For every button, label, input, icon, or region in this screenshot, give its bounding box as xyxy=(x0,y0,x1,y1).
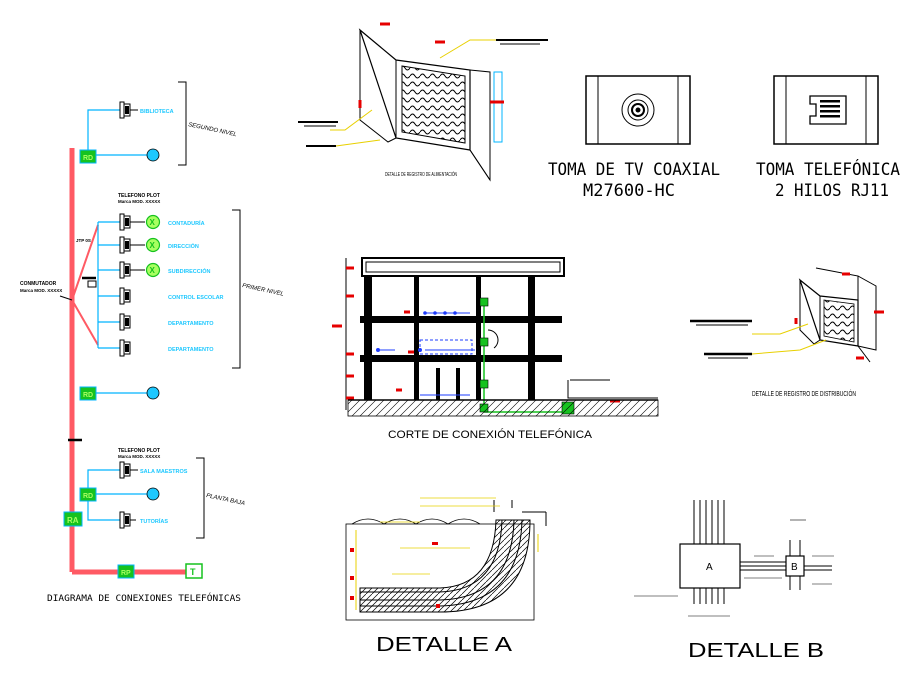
group-primer-label: PRIMER NIVEL xyxy=(242,283,285,298)
node-rp xyxy=(117,564,135,579)
fax-icon-3: X xyxy=(145,262,161,278)
node-rd-middle-label: RD xyxy=(83,392,93,399)
phone-label-upper: TELEFONO PLOT xyxy=(118,193,160,199)
device-dep2-label: DEPARTAMENTO xyxy=(168,347,214,353)
toma-telefonica-detail: TOMA TELEFÓNICA 2 HILOS RJ11 xyxy=(756,75,900,201)
phone-label-upper-model: Marca MOD. XXXXX xyxy=(118,199,160,204)
toma-tv-line2: M27600-HC xyxy=(583,181,675,201)
node-rp-label: RP xyxy=(121,570,131,577)
detalle-b-title: DETALLE B xyxy=(688,640,824,662)
node-rd-middle xyxy=(79,386,97,401)
device-contaduria-label: CONTADURÍA xyxy=(168,219,205,227)
detalle-a-section: DETALLE A xyxy=(345,497,547,656)
detalle-b-box-b-label: B xyxy=(791,562,798,573)
tv-outlet-middle xyxy=(146,386,160,400)
phone-label-lower: TELEFONO PLOT xyxy=(118,448,160,454)
node-t-label: T xyxy=(190,567,196,577)
registro-alimentacion-caption: DETALLE DE REGISTRO DE ALIMENTACIÓN xyxy=(385,171,457,178)
toma-tv-line1: TOMA DE TV COAXIAL xyxy=(548,160,720,180)
trunk-note: JTP 0S xyxy=(76,238,91,243)
registro-alimentacion-detail: DETALLE DE REGISTRO DE ALIMENTACIÓN xyxy=(298,22,548,182)
toma-telefonica-line1: TOMA TELEFÓNICA xyxy=(756,158,900,180)
group-segundo-label: SEGUNDO NIVEL xyxy=(188,122,238,138)
fax-icon-2: X xyxy=(145,237,161,253)
node-rd-lower-label: RD xyxy=(83,493,93,500)
detalle-b-section: A B DETALLE B xyxy=(634,500,834,662)
phone-label-lower-model: Marca MOD. XXXXX xyxy=(118,454,160,459)
tv-outlet-upper xyxy=(146,148,160,162)
svg-text:X: X xyxy=(150,241,156,250)
node-ra-label: RA xyxy=(67,516,79,525)
corte-title: CORTE DE CONEXIÓN TELEFÓNICA xyxy=(388,428,593,441)
conmutador-label: CONMUTADOR xyxy=(20,281,57,287)
registro-distribucion-caption: DETALLE DE REGISTRO DE DISTRIBUCIÓN xyxy=(752,389,856,398)
node-rd-upper xyxy=(79,149,97,164)
device-sala-label: SALA MAESTROS xyxy=(140,469,188,475)
toma-tv-detail: TOMA DE TV COAXIAL M27600-HC xyxy=(548,75,720,201)
connection-diagram: CONMUTADOR Marca MOD. XXXXX JTP 0S RD BI… xyxy=(20,81,285,604)
detalle-a-title: DETALLE A xyxy=(376,634,513,656)
device-direccion-label: DIRECCIÓN xyxy=(168,242,199,250)
device-tutorias-label: TUTORÍAS xyxy=(140,517,168,525)
fax-icon-1: X xyxy=(145,214,161,230)
device-biblioteca-label: BIBLIOTECA xyxy=(140,109,174,115)
detalle-b-box-a-label: A xyxy=(706,562,713,573)
device-dep1-label: DEPARTAMENTO xyxy=(168,321,214,327)
detalle-b-box-b xyxy=(785,555,805,577)
toma-telefonica-line2: 2 HILOS RJ11 xyxy=(775,181,889,201)
conmutador-model: Marca MOD. XXXXX xyxy=(20,288,62,293)
device-control-label: CONTROL ESCOLAR xyxy=(168,295,224,301)
node-ra xyxy=(63,511,83,527)
corte-conexion-section: CORTE DE CONEXIÓN TELEFÓNICA xyxy=(332,257,659,441)
node-rd-upper-label: RD xyxy=(83,155,93,162)
node-rd-lower xyxy=(79,487,97,502)
tv-outlet-lower xyxy=(146,487,160,501)
group-planta-label: PLANTA BAJA xyxy=(206,493,246,507)
diagram-title: DIAGRAMA DE CONEXIONES TELEFÓNICAS xyxy=(47,592,241,604)
node-t xyxy=(185,563,203,579)
device-subdireccion-label: SUBDIRECCIÓN xyxy=(168,267,211,275)
svg-text:X: X xyxy=(150,218,156,227)
registro-distribucion-detail: DETALLE DE REGISTRO DE DISTRIBUCIÓN xyxy=(690,267,884,398)
svg-text:X: X xyxy=(150,266,156,275)
